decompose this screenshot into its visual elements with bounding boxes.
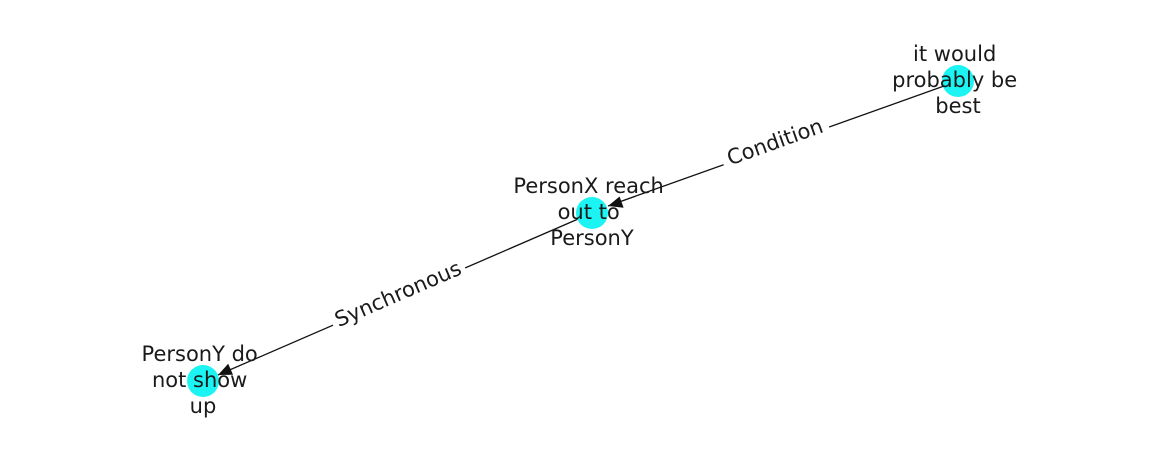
edge-condition-arrowhead — [608, 196, 624, 208]
node-best-label-line-3: best — [935, 94, 980, 118]
node-reach-label-line-1: PersonX reach — [513, 174, 663, 198]
edge-synchronous-label: Synchronous — [331, 256, 465, 332]
node-noshow-label-line-1: PersonY do — [142, 342, 258, 366]
node-persony-do-not-show-up: PersonY do not show up — [142, 342, 265, 418]
node-best-label-line-1: it would — [913, 42, 996, 66]
node-best-label-line-2: probably be — [892, 68, 1017, 92]
node-best-circle — [942, 65, 974, 97]
node-reach-label-line-2: out to — [558, 200, 620, 224]
node-reach-circle — [576, 197, 608, 229]
node-personx-reach-out-to-persony: PersonX reach out to PersonY — [513, 174, 670, 250]
edge-synchronous-label-bg — [326, 252, 470, 336]
node-noshow-label: PersonY do not show up — [142, 342, 265, 418]
node-reach-label: PersonX reach out to PersonY — [513, 174, 670, 250]
node-noshow-label-line-2: not show — [152, 368, 247, 392]
edge-synchronous: Synchronous — [217, 212, 593, 376]
node-best-label: it would probably be best — [892, 42, 1024, 118]
node-noshow-label-line-3: up — [190, 394, 217, 418]
node-reach-label-line-3: PersonY — [550, 226, 634, 250]
node-it-would-probably-be-best: it would probably be best — [892, 42, 1024, 118]
edge-synchronous-arrowhead — [218, 363, 233, 375]
edge-condition-label-bg — [717, 109, 833, 175]
node-noshow-circle — [187, 365, 219, 397]
